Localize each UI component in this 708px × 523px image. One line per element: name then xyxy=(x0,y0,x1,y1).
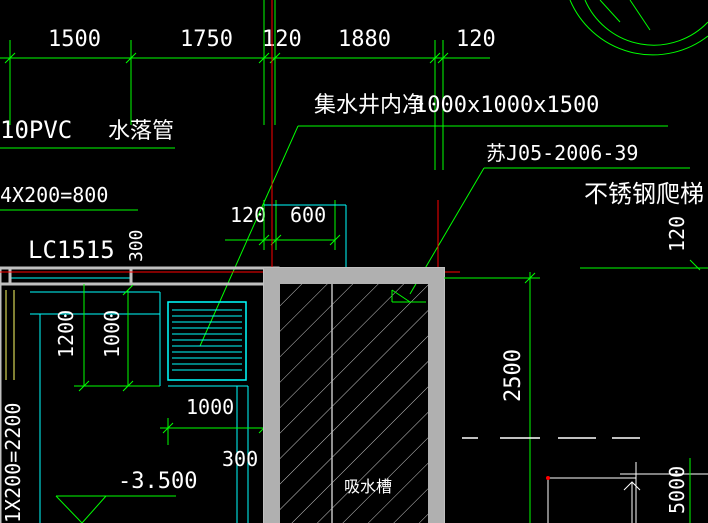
pipe-prefix-text: 10PVC xyxy=(0,116,72,144)
sump-size-label: 1000x1000x1500 xyxy=(414,93,599,118)
standard-label: 苏J05-2006-39 xyxy=(486,141,638,165)
ramp-arc xyxy=(569,0,708,56)
ladder-marker xyxy=(391,289,426,303)
ladder-label: 不锈钢爬梯 xyxy=(584,180,704,208)
arc-tick xyxy=(599,0,621,23)
dim-300-vertical: 300 xyxy=(126,229,147,262)
dim-120-right: 120 xyxy=(665,216,689,252)
top-dimension-line xyxy=(0,0,490,170)
sump-label: 集水井内净 xyxy=(314,93,424,118)
small-dimension-line xyxy=(225,200,341,250)
level-text: -3.500 xyxy=(118,469,197,494)
upper-slab-outline xyxy=(264,204,347,268)
dim-1000-horizontal: 1000 xyxy=(186,395,234,419)
dim-1880: 1880 xyxy=(338,27,391,52)
ramp-arc-inner xyxy=(584,0,708,46)
sump-pit-walls xyxy=(263,267,445,523)
dim-120-small: 120 xyxy=(230,203,266,227)
interior-cyan-lines xyxy=(30,291,249,523)
window-label: LC1515 xyxy=(28,236,115,264)
arc-tick xyxy=(629,0,651,31)
sump-leader xyxy=(199,125,299,347)
step-point xyxy=(546,476,550,480)
level-symbol xyxy=(55,495,176,523)
dim-1500: 1500 xyxy=(48,27,101,52)
right-dimension-lines xyxy=(444,259,708,523)
window-wall xyxy=(0,266,280,286)
trench-label: 吸水槽 xyxy=(344,477,392,496)
pipe-name-text: 水落管 xyxy=(108,119,174,144)
sump-grate xyxy=(167,301,248,387)
dim-1000-vertical: 1000 xyxy=(100,310,124,358)
left-wall-detail xyxy=(5,290,15,380)
horizontal-dimension-1000 xyxy=(160,418,276,445)
dim-5000: 5000 xyxy=(665,466,689,514)
left-vertical-dimensions xyxy=(74,284,160,392)
beam-label: 4X200=800 xyxy=(0,183,108,207)
dim-120: 120 xyxy=(262,27,302,52)
steps-label: 1X200=2200 xyxy=(1,403,25,523)
dim-300-lower: 300 xyxy=(222,447,258,471)
dim-1750: 1750 xyxy=(180,27,233,52)
dim-2500: 2500 xyxy=(501,349,526,402)
dim-600: 600 xyxy=(290,203,326,227)
dim-120b: 120 xyxy=(456,27,496,52)
dim-1200: 1200 xyxy=(54,310,78,358)
